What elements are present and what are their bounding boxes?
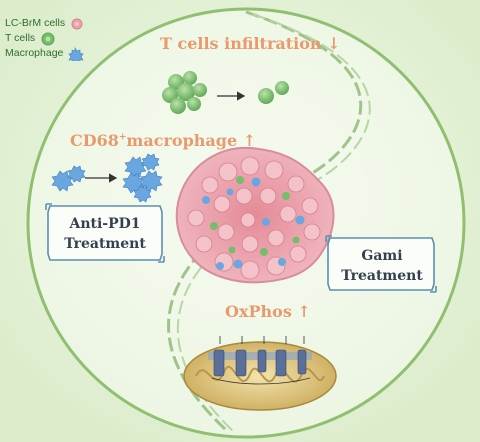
- macrophage-icon: [68, 46, 84, 61]
- tumor-cell-icon: [71, 18, 83, 29]
- t-cell-icon: [41, 32, 55, 45]
- gami-line1: Gami: [361, 248, 403, 264]
- t-cell-few-icon: [258, 81, 289, 104]
- anti-pd1-line2: Treatment: [64, 236, 146, 252]
- gami-box: [325, 235, 437, 293]
- dashed-divider-inner: [177, 13, 371, 433]
- legend-item-lcbrm: LC-BrM cells: [5, 16, 86, 31]
- anti-pd1-line1: Anti-PD1: [69, 216, 141, 232]
- legend: LC-BrM cells T cells Macrophage: [5, 16, 86, 61]
- legend-label-tcells: T cells: [5, 32, 36, 44]
- oxphos-label: OxPhos ↑: [225, 302, 311, 321]
- legend-item-tcells: T cells: [5, 31, 86, 46]
- t-cells-infiltration-label: T cells infiltration ↓: [160, 34, 341, 53]
- cd68-prefix: CD68: [70, 131, 119, 150]
- gami-treatment-label: Gami Treatment: [332, 246, 432, 286]
- anti-pd1-box: [45, 203, 165, 263]
- t-cell-cluster-icon: [162, 71, 207, 114]
- macrophage-many-icon: [122, 153, 163, 203]
- legend-item-macrophage: Macrophage: [5, 46, 86, 61]
- macrophage-few-icon: [51, 165, 86, 192]
- cd68-macrophage-label: CD68+macrophage ↑: [70, 131, 256, 150]
- tumor-cluster: [175, 146, 335, 284]
- legend-label-lcbrm: LC-BrM cells: [5, 17, 66, 29]
- legend-label-macrophage: Macrophage: [5, 47, 64, 59]
- mitochondrion-icon: [183, 336, 337, 411]
- cd68-suffix: macrophage ↑: [126, 131, 257, 150]
- cd68-sup: +: [118, 132, 127, 143]
- gami-line2: Treatment: [341, 268, 423, 284]
- anti-pd1-treatment-label: Anti-PD1 Treatment: [51, 214, 159, 254]
